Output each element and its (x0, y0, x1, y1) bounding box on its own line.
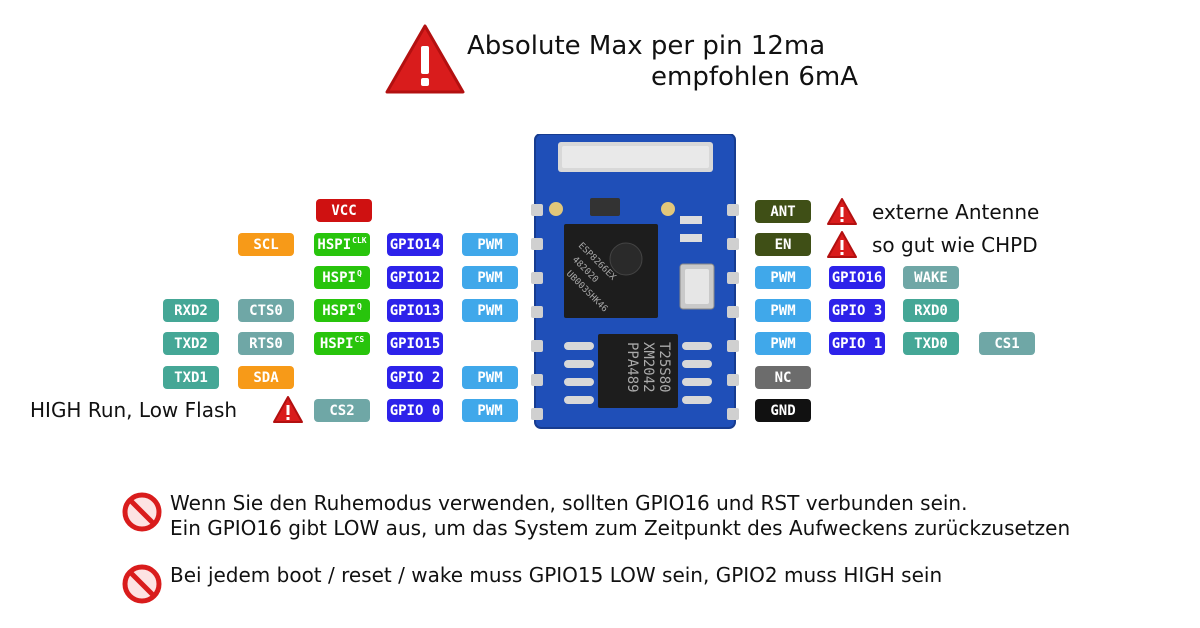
pin-nc: NC (755, 366, 811, 389)
chpd-text: so gut wie CHPD (872, 233, 1038, 257)
pin-rxd0: RXD0 (903, 299, 959, 322)
pin-gpio12: GPIO12 (387, 266, 443, 289)
pin-pwm-gpio0: PWM (462, 399, 518, 422)
hspi-q-label: HSPI (322, 269, 356, 286)
recommended-current-title: empfohlen 6mA (651, 62, 858, 92)
warning-triangle-icon (385, 24, 465, 94)
pin-pwm-gpio1: PWM (755, 332, 811, 355)
max-current-title: Absolute Max per pin 12ma (467, 31, 826, 61)
hspi-q2-sup: Q (356, 302, 362, 311)
pin-txd0: TXD0 (903, 332, 959, 355)
pin-gpio15: GPIO15 (387, 332, 443, 355)
pin-gnd: GND (755, 399, 811, 422)
external-antenna-text: externe Antenne (872, 200, 1040, 224)
pin-pwm-gpio2: PWM (462, 366, 518, 389)
sleep-mode-note-line2: Ein GPIO16 gibt LOW aus, um das System z… (170, 516, 1071, 540)
pin-pwm-gpio3: PWM (755, 299, 811, 322)
pin-txd2: TXD2 (163, 332, 219, 355)
no-entry-icon (122, 492, 162, 532)
pin-rts0: RTS0 (238, 332, 294, 355)
hspi-clk-sup: CLK (352, 236, 367, 245)
no-entry-icon (122, 564, 162, 604)
hspi-q-sup: Q (356, 269, 362, 278)
hspi-q2-label: HSPI (322, 302, 356, 319)
pin-txd1: TXD1 (163, 366, 219, 389)
pin-en: EN (755, 233, 811, 256)
flash-chip-lot: PPA489 (624, 342, 640, 393)
flash-chip-code: XM2042 (640, 342, 656, 393)
hspi-cs-label: HSPI (319, 335, 354, 352)
pin-cts0: CTS0 (238, 299, 294, 322)
high-run-low-flash-text: HIGH Run, Low Flash (30, 398, 238, 422)
pin-gpio16: GPIO16 (829, 266, 885, 289)
pin-gpio13: GPIO13 (387, 299, 443, 322)
pin-vcc: VCC (316, 199, 372, 222)
hspi-clk-label: HSPI (317, 236, 352, 253)
pin-gpio2: GPIO 2 (387, 366, 443, 389)
pin-cs1: CS1 (979, 332, 1035, 355)
pin-pwm-gpio14: PWM (462, 233, 518, 256)
pin-gpio14: GPIO14 (387, 233, 443, 256)
pin-gpio1: GPIO 1 (829, 332, 885, 355)
pin-wake: WAKE (903, 266, 959, 289)
pin-cs2: CS2 (314, 399, 370, 422)
pin-pwm-gpio13: PWM (462, 299, 518, 322)
esp-module-board: ESP8266EX 482020 UB003SHK46 T25S80 XM204… (531, 134, 739, 429)
pin-scl: SCL (238, 233, 294, 256)
pin-gpio0: GPIO 0 (387, 399, 443, 422)
flash-chip-label: T25S80 (656, 342, 672, 393)
pin-rxd2: RXD2 (163, 299, 219, 322)
pin-pwm-gpio12: PWM (462, 266, 518, 289)
warning-triangle-icon (827, 198, 857, 225)
warning-triangle-icon (273, 396, 303, 423)
pin-gpio3: GPIO 3 (829, 299, 885, 322)
pin-pwm-gpio16: PWM (755, 266, 811, 289)
pin-sda: SDA (238, 366, 294, 389)
pin-ant: ANT (755, 200, 811, 223)
warning-triangle-icon (827, 231, 857, 258)
boot-note: Bei jedem boot / reset / wake muss GPIO1… (170, 563, 943, 587)
sleep-mode-note-line1: Wenn Sie den Ruhemodus verwenden, sollte… (170, 491, 968, 515)
hspi-cs-sup: CS (354, 335, 365, 344)
